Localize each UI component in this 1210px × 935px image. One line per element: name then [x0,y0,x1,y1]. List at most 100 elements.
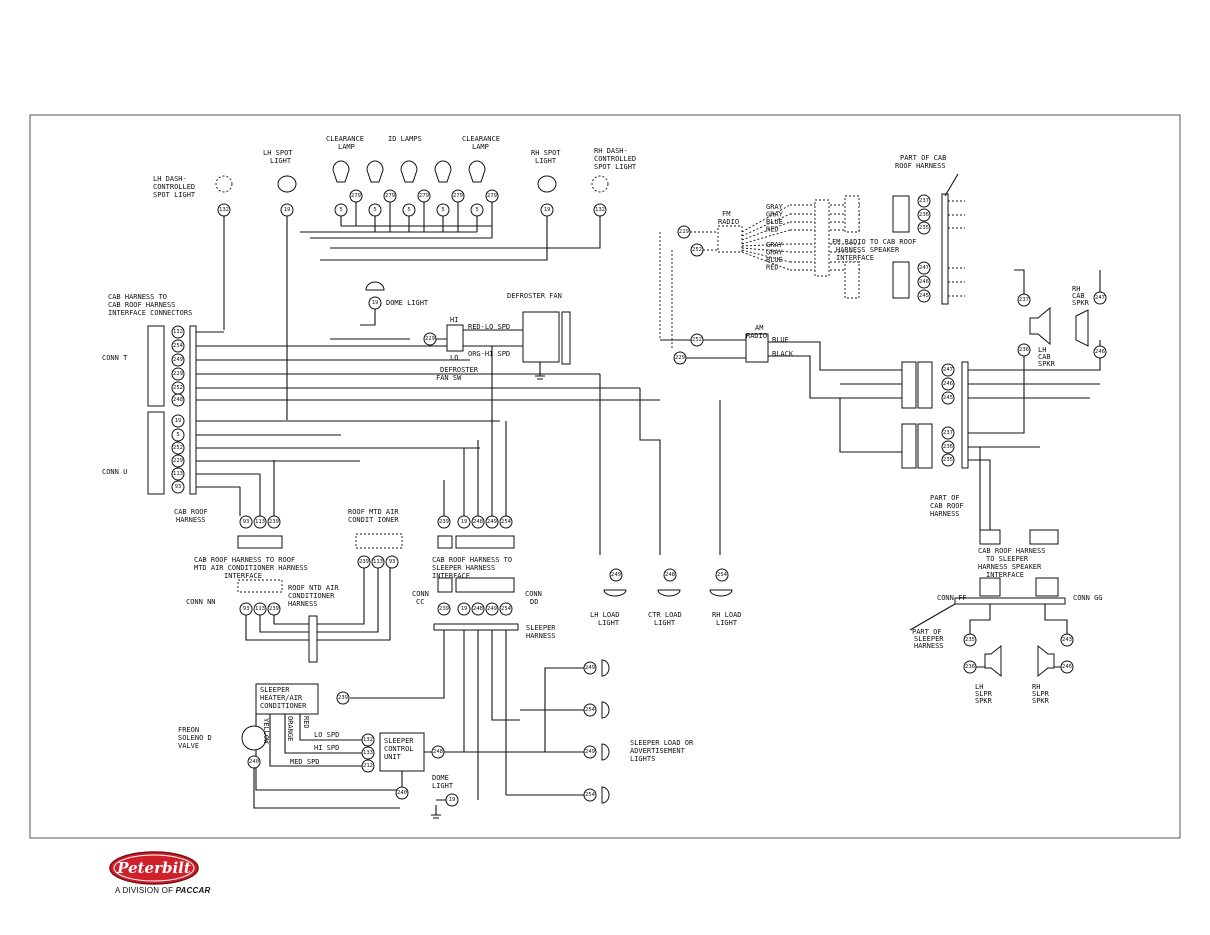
svg-text:279: 279 [419,193,429,199]
svg-text:248: 248 [473,519,483,525]
clearance-lamp-icon [332,160,350,183]
label-freon-valve: FREON [178,726,199,734]
label-conn-u: CONN U [102,468,127,476]
label-conn-nn: CONN NN [186,598,216,606]
label-rh-dash-spot: RH DASH- [594,147,628,155]
svg-text:LO: LO [450,354,458,362]
peterbilt-logo: Peterbilt [108,850,208,895]
svg-text:235: 235 [943,457,953,463]
label-conn-dd: CONN [525,590,542,598]
dome-light-icon [365,281,385,291]
svg-text:252: 252 [692,247,702,253]
lh-spot-lamp-icon [277,175,297,193]
svg-text:BLUE: BLUE [772,336,789,344]
rh-load-light-icon [709,589,733,597]
svg-text:252: 252 [692,337,702,343]
svg-text:113: 113 [255,519,265,525]
svg-text:132: 132 [173,329,183,335]
svg-text:132: 132 [595,207,605,213]
id-lamp-icon [434,160,452,183]
svg-text:5: 5 [475,207,478,213]
svg-text:239: 239 [269,519,279,525]
svg-text:HI: HI [450,316,458,324]
svg-text:240: 240 [397,790,407,796]
svg-text:249: 249 [585,665,595,671]
defroster-fan-box [522,311,560,363]
label-clearance-lamp-left: CLEARANCE [326,135,364,143]
svg-text:240: 240 [249,759,259,765]
label-lh-cab-spkr: LH [1038,346,1046,354]
sleeper-heater-box [255,683,319,715]
svg-text:245: 245 [943,395,953,401]
id-lamp-icon [400,160,418,183]
svg-text:239: 239 [338,695,348,701]
division-line: A DIVISION OF PACCAR [115,886,210,895]
svg-text:113: 113 [173,471,183,477]
svg-text:19: 19 [544,207,551,213]
label-part-sleeper-harness: PART OF [912,628,942,636]
svg-text:93: 93 [175,484,182,490]
svg-text:239: 239 [269,606,279,612]
svg-text:279: 279 [487,193,497,199]
label-ctr-load: CTR LOAD [648,611,682,619]
lh-cab-speaker-icon [1029,306,1051,346]
svg-text:RED-LO SPD: RED-LO SPD [468,323,510,331]
svg-text:19: 19 [175,418,182,424]
svg-text:254: 254 [173,343,184,349]
svg-text:248: 248 [433,749,443,755]
svg-text:252: 252 [173,445,183,451]
label-roof-ntd-ac-harness: ROOF NTD AIR [288,584,339,592]
svg-text:237: 237 [943,430,953,436]
label-rh-slpr-spkr: RH [1032,683,1040,691]
svg-text:237: 237 [1019,297,1029,303]
top-lamps: 132 19 5 279 5 279 5 279 5 279 5 279 19 … [215,160,609,420]
svg-text:19: 19 [372,300,379,306]
rh-sleeper-speaker-icon [1037,644,1055,678]
label-clearance-lamp-right: CLEARANCE [462,135,500,143]
svg-text:235: 235 [965,637,975,643]
svg-text:5: 5 [176,432,179,438]
middle-section: 93 113 239 93 113 239 239 113 93 239 19 … [237,346,733,800]
svg-text:249: 249 [585,749,595,755]
label-rh-spot: RH SPOT [531,149,561,157]
label-dome-light: DOME LIGHT [386,299,429,307]
rh-spot-lamp-icon [537,175,557,193]
rh-dash-spot-lamp-icon [591,175,609,193]
svg-text:93: 93 [243,519,250,525]
sleeper-load-light-icon [601,743,610,761]
label-lh-dash-spot: LH DASH- [153,175,187,183]
svg-text:19: 19 [284,207,291,213]
label-dome-light-2: DOME [432,774,449,782]
svg-text:254: 254 [585,707,596,713]
label-conn-ff: CONN FF [937,594,967,602]
svg-text:254: 254 [501,519,512,525]
svg-text:236: 236 [943,444,953,450]
label-rh-load: RH LOAD [712,611,742,619]
freon-valve-icon [241,725,267,751]
svg-text:249: 249 [173,357,183,363]
label-cab-roof-to-roof-ac: CAB ROOF HARNESS TO ROOF [194,556,295,564]
label-conn-t: CONN T [102,354,128,362]
svg-text:93: 93 [243,606,250,612]
rh-cab-speaker-icon [1075,309,1089,347]
right-section: 247 246 245 237 236 235 237 236 247 246 … [839,269,1107,678]
svg-text:246: 246 [1095,349,1105,355]
